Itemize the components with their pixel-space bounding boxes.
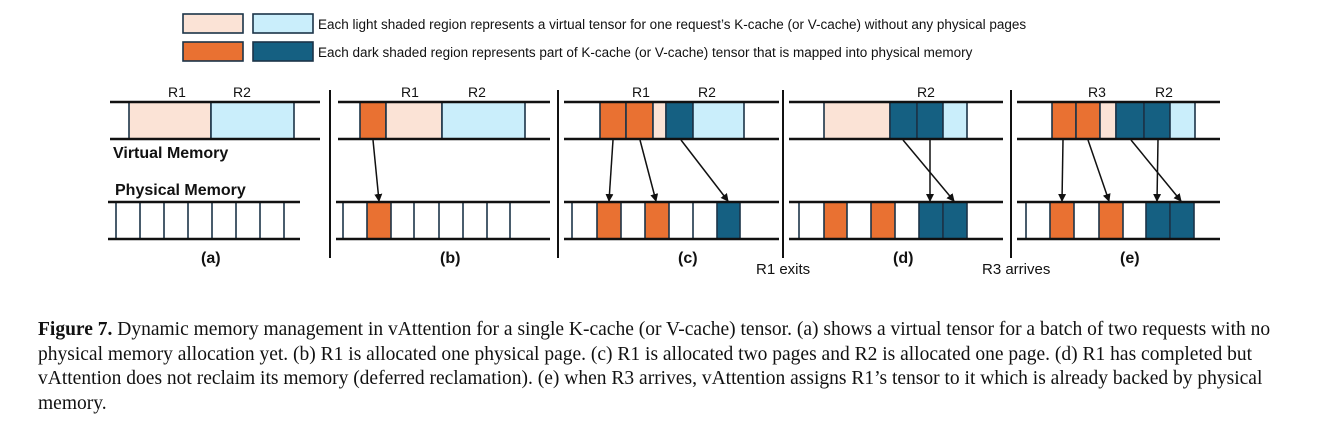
caption-text: Dynamic memory management in vAttention … (38, 319, 1271, 414)
panel-a-label: (a) (201, 250, 221, 267)
physical-memory-label: Physical Memory (115, 182, 246, 199)
panel-d: R2 (d) (789, 84, 1003, 267)
virtual-r1-region (385, 101, 443, 140)
r1-label: R1 (168, 84, 186, 100)
r2-label: R2 (233, 84, 251, 100)
mapped-r1-page (359, 101, 387, 140)
r2-label: R2 (468, 84, 486, 100)
virtual-memory-label: Virtual Memory (113, 145, 228, 162)
r1-exits-label: R1 exits (756, 261, 810, 278)
r2-label: R2 (698, 84, 716, 100)
caption-prefix: Figure 7. (38, 319, 113, 340)
panel-c-label: (c) (678, 250, 698, 267)
r1-label: R1 (401, 84, 419, 100)
physical-page-r1 (366, 201, 392, 240)
virtual-r2-region (210, 101, 295, 140)
figure-diagram: Each light shaded region represents a vi… (108, 13, 1220, 278)
virtual-r1-region (128, 101, 212, 140)
panel-d-label: (d) (893, 250, 913, 267)
panel-c: R1 R2 (c) (564, 84, 779, 267)
panel-b-label: (b) (440, 250, 460, 267)
legend-dark-text: Each dark shaded region represents part … (318, 45, 973, 60)
figure-caption: Figure 7. Dynamic memory management in v… (38, 318, 1288, 416)
legend-dark-orange-swatch (182, 41, 244, 62)
panel-e-label: (e) (1120, 250, 1140, 267)
legend: Each light shaded region represents a vi… (182, 13, 1026, 62)
virtual-r2-region (441, 101, 526, 140)
mapping-arrow (372, 139, 383, 202)
panel-b: R1 R2 (b) (336, 84, 550, 267)
r2-label: R2 (1155, 84, 1173, 100)
panel-a: R1 R2 Virtual Memory Physical Memory (a) (108, 84, 320, 267)
legend-light-orange-swatch (182, 13, 244, 34)
physical-pages (115, 202, 285, 239)
legend-light-blue-swatch (252, 13, 314, 34)
legend-light-text: Each light shaded region represents a vi… (318, 17, 1026, 32)
panel-e: R3 R2 (e) (1017, 84, 1220, 267)
r1-label: R1 (632, 84, 650, 100)
legend-dark-blue-swatch (252, 41, 314, 62)
r3-arrives-label: R3 arrives (982, 261, 1050, 278)
r3-label: R3 (1088, 84, 1106, 100)
r2-label: R2 (917, 84, 935, 100)
physical-pages (342, 202, 511, 239)
